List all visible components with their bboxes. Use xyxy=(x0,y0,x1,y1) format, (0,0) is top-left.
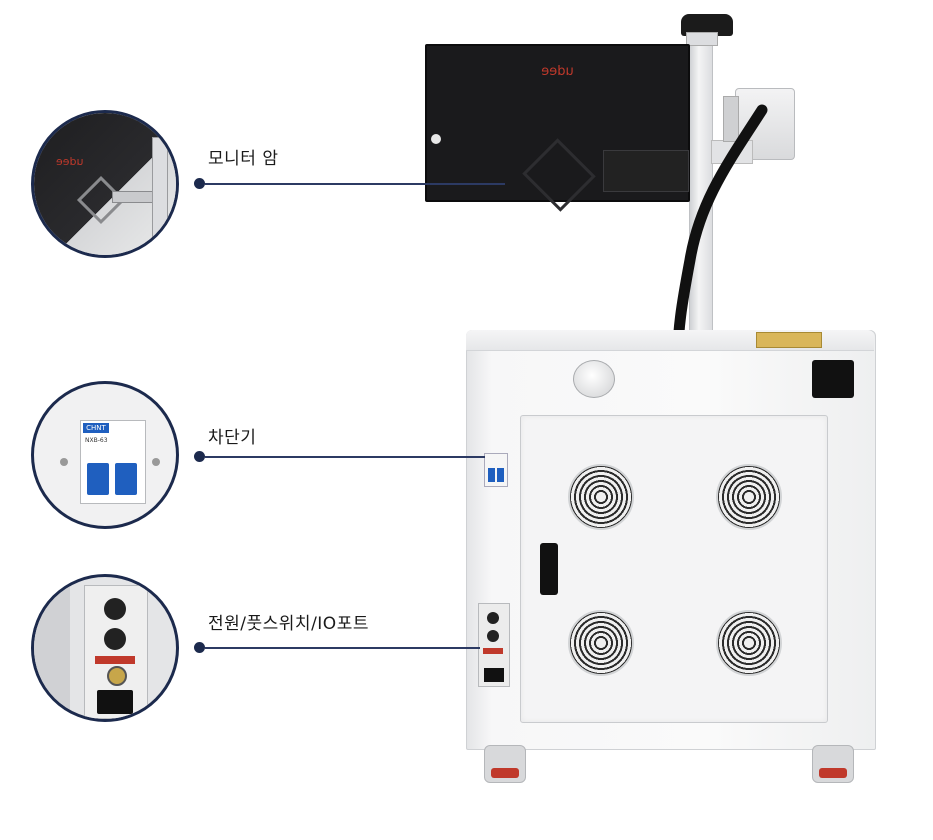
monitor: udee xyxy=(425,44,690,212)
io-panel-on-machine xyxy=(478,603,510,687)
column-collar xyxy=(686,32,718,46)
port-aviation xyxy=(107,666,127,686)
port-round-2 xyxy=(104,628,126,650)
callout-breaker-zoom: CHNT NXB-63 xyxy=(31,381,179,529)
warning-label xyxy=(756,332,822,348)
caster-right xyxy=(812,745,854,783)
label-io-port: 전원/풋스위치/IO포트 xyxy=(208,614,369,634)
breaker-model: NXB-63 xyxy=(85,437,108,444)
callout-line-breaker xyxy=(205,456,485,458)
callout-io-port-zoom xyxy=(31,574,179,722)
callout-line-io-port xyxy=(205,647,480,649)
door-handle xyxy=(540,543,558,595)
cable-inlet xyxy=(812,360,854,398)
breaker-brand: CHNT xyxy=(83,423,109,433)
callout-monitor-arm-zoom: udee xyxy=(31,110,179,258)
callout-dot-io-port xyxy=(194,642,205,653)
caster-left xyxy=(484,745,526,783)
power-socket xyxy=(97,690,133,714)
port-label-red xyxy=(95,656,135,664)
fan-grille-top-right xyxy=(716,464,782,530)
breaker-on-machine xyxy=(484,453,508,487)
cabinet-door xyxy=(520,415,828,723)
laser-head-arm xyxy=(711,140,753,164)
callout-line-monitor-arm xyxy=(205,183,505,185)
fan-grille-bottom-right xyxy=(716,610,782,676)
port-round-1 xyxy=(104,598,126,620)
monitor-rail xyxy=(603,150,689,192)
callout-monitor-brand: udee xyxy=(56,155,84,168)
callout-dot-breaker xyxy=(194,451,205,462)
column-cap xyxy=(681,14,733,36)
monitor-button xyxy=(431,134,441,144)
emergency-knob xyxy=(573,360,615,398)
label-monitor-arm: 모니터 암 xyxy=(208,149,279,169)
monitor-brand: udee xyxy=(541,64,574,79)
callout-dot-monitor-arm xyxy=(194,178,205,189)
io-panel-plate xyxy=(84,585,148,719)
fan-grille-top-left xyxy=(568,464,634,530)
lift-column xyxy=(689,38,713,340)
galvo-mount xyxy=(723,96,739,142)
fan-grille-bottom-left xyxy=(568,610,634,676)
breaker-body: CHNT NXB-63 xyxy=(80,420,146,504)
label-breaker: 차단기 xyxy=(208,428,257,448)
monitor-vesa-plate xyxy=(522,138,596,212)
